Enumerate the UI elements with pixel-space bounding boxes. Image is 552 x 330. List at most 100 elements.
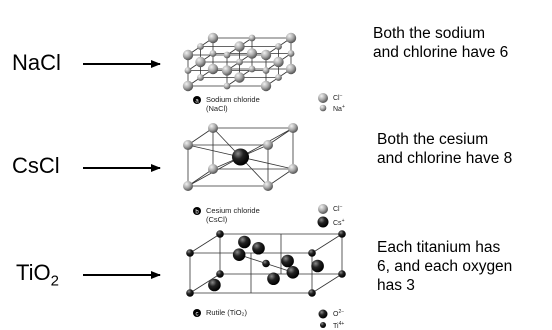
caption-nacl-formula: (NaCl) (206, 104, 228, 113)
cl-ion-sphere (260, 80, 272, 92)
caption-nacl: a Sodium chloride (NaCl) Cl− Na+ (193, 93, 345, 113)
o-ion-sphere (208, 278, 221, 292)
caption-nacl-badge-letter: a (195, 99, 199, 105)
cl-ion-sphere (221, 65, 233, 76)
lattice-line (187, 127, 214, 146)
o-ion-sphere (281, 254, 294, 268)
o-ion-sphere (232, 248, 246, 261)
cl-ion-sphere (234, 41, 245, 52)
cl-ion-sphere (182, 80, 194, 92)
cl-ion-sphere (208, 123, 218, 133)
legend-cscl-cs-swatch (317, 216, 329, 228)
legend-nacl-na-swatch (319, 104, 327, 112)
lattice-line (311, 233, 343, 254)
cl-ion-sphere (195, 56, 206, 68)
legend-tio2-ti-label: Ti4+ (333, 321, 344, 330)
na-ion-sphere (248, 34, 256, 42)
na-ion-sphere (236, 58, 243, 66)
cl-ion-sphere (263, 140, 273, 150)
caption-tio2-badge-letter: c (196, 312, 199, 318)
caption-nacl-name: Sodium chloride (206, 95, 260, 104)
nacl-atoms (182, 32, 297, 92)
lattice-line (189, 233, 221, 254)
o-ion-sphere (252, 241, 265, 255)
formula-tio2: TiO2 (16, 260, 59, 289)
lattice-line (267, 168, 294, 187)
legend-tio2-ti-swatch (320, 322, 326, 328)
legend-cscl-cl-label: Cl− (333, 204, 343, 213)
na-ion-sphere (197, 43, 204, 50)
legend-cscl-cs-label: Cs+ (333, 218, 345, 227)
ti-ion-sphere (186, 249, 194, 257)
caption-tio2: c Rutile (TiO₂) O2− Ti4+ (193, 308, 344, 330)
ti-ion-sphere (216, 230, 224, 238)
caption-tio2-name: Rutile (TiO₂) (206, 308, 247, 317)
cl-ion-sphere (285, 63, 297, 75)
formula-cscl: CsCl (12, 153, 60, 179)
cscl-lattice (187, 127, 294, 187)
tio2-atoms (186, 230, 346, 297)
description-tio2: Each titanium has 6, and each oxygen has… (377, 238, 512, 295)
lattice-line (267, 127, 294, 146)
legend-nacl-cl-label: Cl− (333, 93, 343, 102)
cl-ion-sphere (263, 181, 273, 191)
description-nacl-line-2: and chlorine have 6 (373, 44, 509, 61)
legend-nacl-cl-swatch (318, 93, 328, 103)
caption-tio2-badge-icon (193, 309, 201, 317)
caption-cscl-badge-icon (193, 207, 201, 215)
cl-ion-sphere (246, 48, 258, 59)
na-ion-sphere (223, 51, 231, 59)
description-tio2-line-3: has 3 (377, 277, 415, 294)
caption-cscl-name: Cesium chloride (206, 206, 260, 215)
ti-ion-sphere (262, 259, 270, 268)
caption-cscl-badge-letter: b (195, 210, 199, 216)
cl-ion-sphere (273, 56, 284, 68)
legend-nacl-na-label: Na+ (333, 104, 345, 113)
caption-cscl: b Cesium chloride (CsCl) Cl− Cs+ (193, 204, 345, 228)
na-ion-sphere (275, 74, 282, 81)
cl-ion-sphere (260, 49, 272, 61)
description-cscl: Both the cesium and chlorine have 8 (377, 130, 512, 168)
cl-ion-sphere (207, 32, 219, 44)
description-tio2-line-1: Each titanium has (377, 239, 501, 256)
na-ion-sphere (275, 43, 282, 50)
na-ion-sphere (209, 50, 217, 57)
legend-tio2-o-swatch (318, 309, 328, 319)
description-tio2-line-2: 6, and each oxygen (377, 258, 513, 275)
legend-tio2-o-label: O2− (333, 309, 344, 318)
o-ion-sphere (311, 259, 324, 273)
formula-cscl-text: CsCl (12, 153, 60, 178)
caption-cscl-formula: (CsCl) (206, 215, 228, 224)
ti-ion-sphere (308, 289, 316, 297)
cl-ion-sphere (183, 181, 193, 191)
cl-ion-sphere (182, 49, 194, 61)
cl-ion-sphere (285, 32, 297, 44)
cl-ion-sphere (183, 140, 193, 150)
lattice-line (187, 168, 214, 187)
cl-ion-sphere (208, 164, 218, 174)
o-ion-sphere (267, 272, 280, 286)
cl-ion-sphere (288, 123, 298, 133)
lattice-line (189, 273, 221, 294)
ti-ion-sphere (338, 270, 346, 278)
na-ion-sphere (223, 82, 231, 90)
o-ion-sphere (286, 266, 300, 279)
formula-tio2-text: TiO (16, 260, 51, 285)
caption-nacl-badge-icon (193, 96, 201, 104)
cs-ion-sphere (232, 148, 249, 166)
lattice-line (311, 273, 343, 294)
ti-ion-sphere (216, 270, 224, 278)
na-ion-sphere (248, 65, 256, 73)
cl-ion-sphere (234, 72, 245, 83)
description-cscl-line-1: Both the cesium (377, 131, 489, 148)
formula-nacl-text: NaCl (12, 50, 61, 75)
ti-ion-sphere (338, 230, 346, 238)
na-ion-sphere (287, 50, 295, 57)
description-nacl: Both the sodium and chlorine have 6 (373, 24, 508, 62)
na-ion-sphere (184, 67, 192, 74)
description-nacl-line-1: Both the sodium (373, 25, 486, 42)
na-ion-sphere (197, 74, 204, 81)
tio2-lattice (189, 233, 343, 294)
na-ion-sphere (262, 67, 270, 74)
